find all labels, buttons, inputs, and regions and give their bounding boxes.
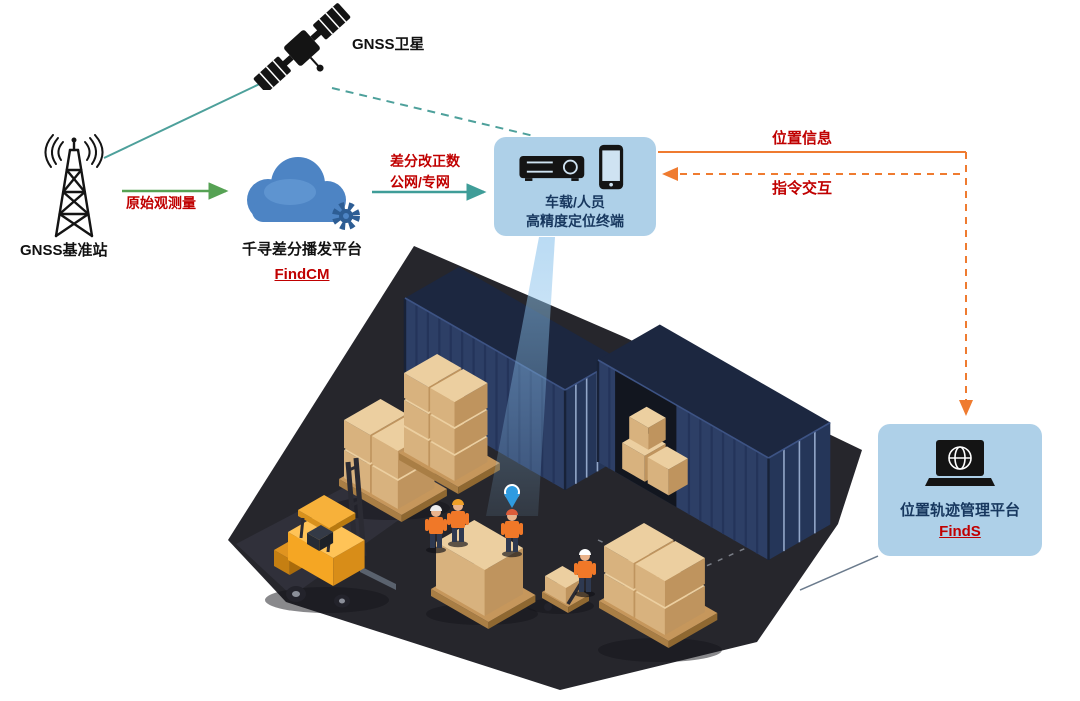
terminal-label-2: 高精度定位终端: [526, 212, 624, 229]
cloud-platform-caption: 千寻差分播发平台 FindCM: [222, 239, 382, 286]
platform-name: FindS: [939, 523, 981, 541]
base-station-label: GNSS基准站: [20, 242, 108, 259]
gnss-receiver-icon: [519, 155, 585, 181]
diff-correction-label-2: 公网/专网: [390, 174, 450, 190]
cloud-platform-title: 千寻差分播发平台: [241, 241, 362, 258]
cloud-platform-name: FindCM: [274, 265, 330, 283]
positioning-terminal-node: 车载/人员 高精度定位终端: [494, 137, 656, 236]
radio-tower-icon: [44, 134, 104, 238]
position-info-label: 位置信息: [772, 130, 833, 147]
raw-observation-label: 原始观测量: [126, 195, 196, 211]
globe-icon: [948, 446, 972, 470]
satellite-to-base-line: [103, 79, 269, 159]
satellite-to-terminal-line: [331, 87, 535, 137]
diff-correction-label-1: 差分改正数: [390, 153, 460, 169]
platform-to-scene-line: [799, 555, 879, 591]
smartphone-icon: [599, 144, 624, 189]
positioning-beam: [486, 237, 555, 516]
gear-icon: [332, 202, 360, 230]
satellite-label: GNSS卫星: [352, 36, 425, 53]
laptop-globe-icon: [925, 439, 995, 486]
connector-lines: [103, 79, 973, 591]
terminal-icons: [519, 144, 624, 189]
satellite-icon: [253, 3, 351, 90]
cloud-gear-icon: [247, 157, 360, 230]
management-platform-node: 位置轨迹管理平台 FindS: [878, 424, 1042, 556]
platform-title: 位置轨迹管理平台: [899, 501, 1020, 519]
terminal-label-1: 车载/人员: [545, 193, 605, 210]
command-interaction-label: 指令交互: [772, 180, 833, 197]
warehouse-scene: [265, 267, 831, 662]
